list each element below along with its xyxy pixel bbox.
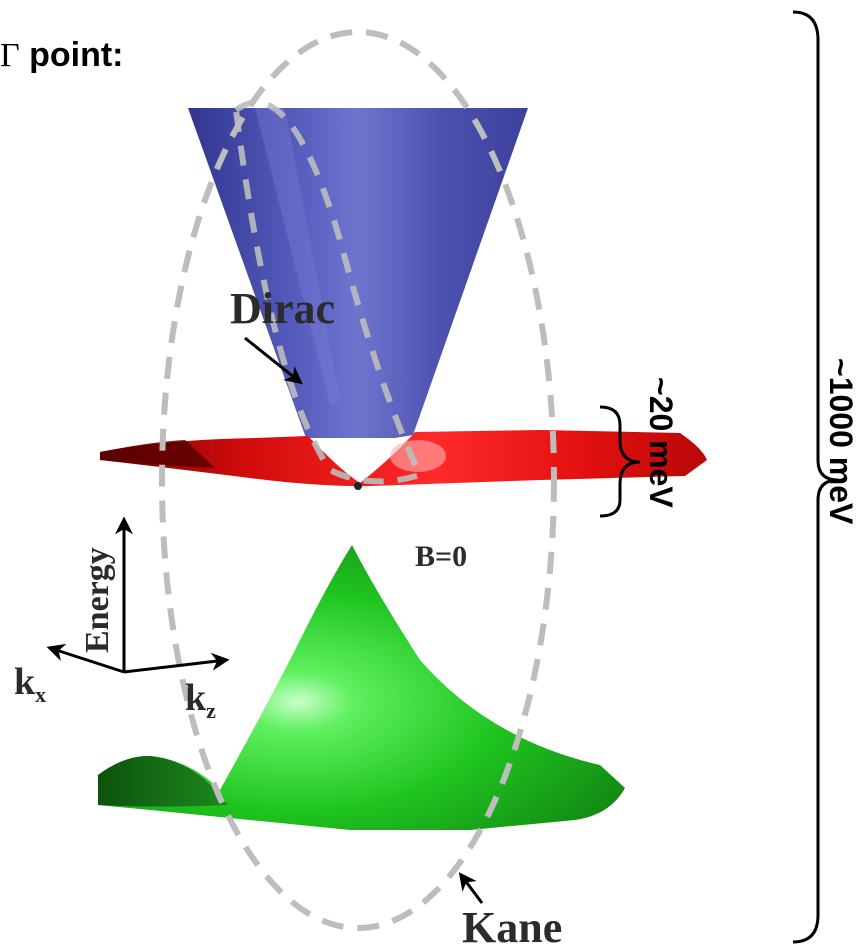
- dirac-point: [354, 482, 362, 490]
- kane-label: Kane: [462, 903, 562, 952]
- kane-ellipse: [159, 29, 557, 931]
- kz-axis-label: kz: [185, 677, 216, 723]
- kx-axis-label: kx: [14, 661, 46, 707]
- dirac-arrow: [244, 336, 303, 385]
- kane-band: [98, 545, 625, 830]
- large-gap-bracket: [792, 10, 839, 944]
- energy-axis-label: Energy: [79, 547, 116, 653]
- field-label: B=0: [415, 540, 467, 573]
- dirac-ellipse: [233, 99, 425, 485]
- small-gap-label: ~20 meV: [643, 377, 679, 508]
- flat-band-highlight: [390, 440, 446, 472]
- title: Γ point:: [0, 36, 124, 74]
- axes: Energy kx kz: [14, 516, 230, 723]
- dirac-label: Dirac: [230, 284, 335, 333]
- large-gap-label: ~1000 meV: [823, 358, 859, 525]
- kane-arrow: [458, 872, 484, 904]
- kx-axis: [46, 643, 125, 674]
- dirac-cone-highlight: [255, 108, 340, 405]
- kane-band-shadow: [98, 755, 228, 807]
- kz-axis: [123, 652, 230, 674]
- small-gap-bracket: [599, 405, 641, 518]
- dirac-cone: [188, 108, 528, 438]
- flat-band-shadow: [100, 440, 215, 468]
